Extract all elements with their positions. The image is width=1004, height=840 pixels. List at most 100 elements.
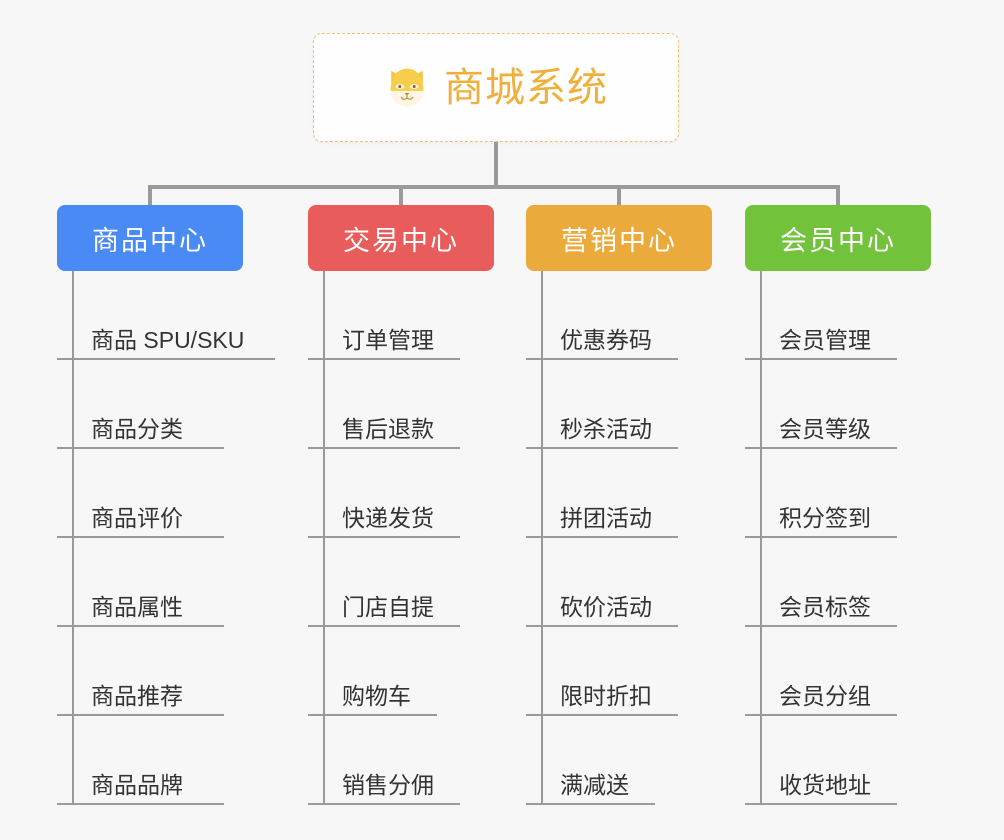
leaf-label: 会员分组	[779, 683, 871, 709]
category-title: 交易中心	[343, 225, 459, 256]
list-item[interactable]: 拼团活动	[526, 449, 712, 538]
root-title: 商城系统	[444, 65, 608, 110]
list-item[interactable]: 优惠券码	[526, 271, 712, 360]
leaf-label: 收货地址	[779, 772, 871, 798]
leaf-underline	[57, 803, 224, 805]
list-item[interactable]: 快递发货	[308, 449, 494, 538]
leaf-label: 商品评价	[91, 505, 183, 531]
list-item[interactable]: 限时折扣	[526, 627, 712, 716]
list-item[interactable]: 会员管理	[745, 271, 931, 360]
leaf-label: 砍价活动	[560, 594, 652, 620]
leaf-underline	[745, 714, 897, 716]
list-item[interactable]: 积分签到	[745, 449, 931, 538]
leaf-label: 售后退款	[342, 416, 434, 442]
leaf-list: 优惠券码 秒杀活动 拼团活动 砍价活动 限时折扣 满减送	[526, 271, 712, 805]
category-title: 营销中心	[561, 225, 677, 256]
leaf-underline	[57, 536, 224, 538]
leaf-label: 秒杀活动	[560, 416, 652, 442]
leaf-label: 积分签到	[779, 505, 871, 531]
leaf-underline	[526, 625, 678, 627]
leaf-list: 会员管理 会员等级 积分签到 会员标签 会员分组 收货地址	[745, 271, 931, 805]
list-item[interactable]: 砍价活动	[526, 538, 712, 627]
leaf-underline	[526, 714, 678, 716]
leaf-underline	[308, 358, 460, 360]
connector-drop-2	[399, 185, 403, 207]
leaf-list: 商品 SPU/SKU 商品分类 商品评价 商品属性 商品推荐 商品品牌	[57, 271, 275, 805]
leaf-underline	[745, 803, 897, 805]
list-item[interactable]: 会员分组	[745, 627, 931, 716]
leaf-underline	[308, 536, 460, 538]
list-item[interactable]: 销售分佣	[308, 716, 494, 805]
column-trunk	[323, 271, 325, 805]
leaf-label: 满减送	[560, 772, 629, 798]
category-header-product-center[interactable]: 商品中心	[57, 205, 243, 271]
connector-root-stem	[494, 142, 498, 187]
leaf-label: 商品 SPU/SKU	[91, 327, 245, 353]
list-item[interactable]: 商品评价	[57, 449, 243, 538]
dog-face-icon	[390, 68, 424, 107]
leaf-underline	[308, 447, 460, 449]
column-product-center: 商品中心 商品 SPU/SKU 商品分类 商品评价 商品属性 商品推荐	[57, 205, 275, 805]
column-member-center: 会员中心 会员管理 会员等级 积分签到 会员标签 会员分组	[745, 205, 931, 805]
list-item[interactable]: 商品属性	[57, 538, 243, 627]
category-title: 商品中心	[92, 225, 208, 256]
list-item[interactable]: 订单管理	[308, 271, 494, 360]
list-item[interactable]: 商品 SPU/SKU	[57, 271, 275, 360]
leaf-label: 商品品牌	[91, 772, 183, 798]
connector-drop-3	[617, 185, 621, 207]
connector-bus	[148, 185, 840, 189]
leaf-label: 会员管理	[779, 327, 871, 353]
leaf-underline	[526, 447, 678, 449]
column-trunk	[541, 271, 543, 805]
connector-drop-1	[148, 185, 152, 207]
leaf-label: 会员等级	[779, 416, 871, 442]
column-trunk	[72, 271, 74, 805]
list-item[interactable]: 秒杀活动	[526, 360, 712, 449]
leaf-label: 快递发货	[342, 505, 434, 531]
list-item[interactable]: 售后退款	[308, 360, 494, 449]
list-item[interactable]: 收货地址	[745, 716, 931, 805]
column-trade-center: 交易中心 订单管理 售后退款 快递发货 门店自提 购物车	[308, 205, 494, 805]
leaf-underline	[526, 536, 678, 538]
leaf-underline	[745, 536, 897, 538]
leaf-label: 销售分佣	[342, 772, 434, 798]
leaf-underline	[308, 625, 460, 627]
list-item[interactable]: 满减送	[526, 716, 712, 805]
leaf-underline	[57, 625, 224, 627]
list-item[interactable]: 商品分类	[57, 360, 243, 449]
list-item[interactable]: 会员等级	[745, 360, 931, 449]
leaf-label: 限时折扣	[560, 683, 652, 709]
category-header-trade-center[interactable]: 交易中心	[308, 205, 494, 271]
leaf-label: 订单管理	[342, 327, 434, 353]
leaf-label: 商品推荐	[91, 683, 183, 709]
list-item[interactable]: 购物车	[308, 627, 494, 716]
list-item[interactable]: 商品推荐	[57, 627, 243, 716]
column-trunk	[760, 271, 762, 805]
leaf-underline	[308, 803, 460, 805]
leaf-label: 拼团活动	[560, 505, 652, 531]
list-item[interactable]: 商品品牌	[57, 716, 243, 805]
leaf-list: 订单管理 售后退款 快递发货 门店自提 购物车 销售分佣	[308, 271, 494, 805]
leaf-label: 购物车	[342, 683, 411, 709]
leaf-label: 商品分类	[91, 416, 183, 442]
list-item[interactable]: 会员标签	[745, 538, 931, 627]
root-node[interactable]: 商城系统	[313, 33, 679, 142]
leaf-underline	[57, 358, 275, 360]
leaf-underline	[308, 714, 437, 716]
connector-drop-4	[836, 185, 840, 207]
leaf-underline	[57, 447, 224, 449]
category-title: 会员中心	[780, 225, 896, 256]
leaf-underline	[745, 625, 897, 627]
leaf-label: 门店自提	[342, 594, 434, 620]
category-header-member-center[interactable]: 会员中心	[745, 205, 931, 271]
category-header-marketing-center[interactable]: 营销中心	[526, 205, 712, 271]
leaf-underline	[526, 803, 655, 805]
leaf-underline	[745, 447, 897, 449]
list-item[interactable]: 门店自提	[308, 538, 494, 627]
leaf-label: 优惠券码	[560, 327, 652, 353]
leaf-underline	[745, 358, 897, 360]
leaf-label: 会员标签	[779, 594, 871, 620]
leaf-underline	[57, 714, 224, 716]
leaf-label: 商品属性	[91, 594, 183, 620]
